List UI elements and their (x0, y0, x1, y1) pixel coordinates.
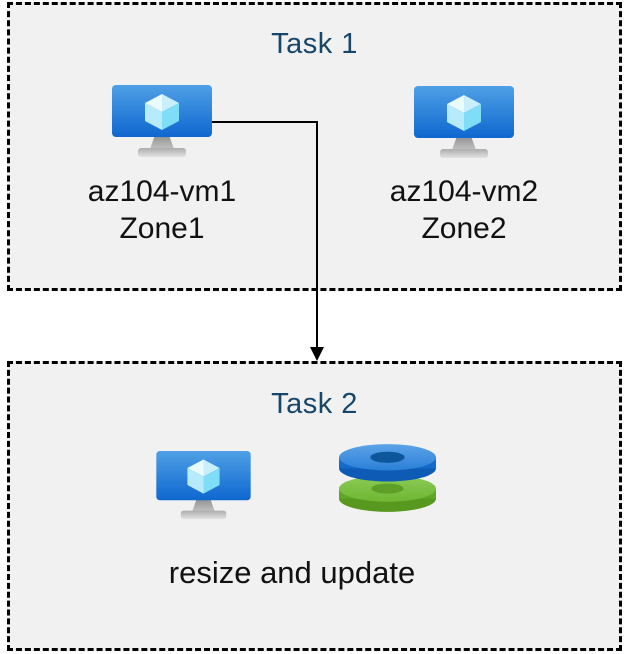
task2-box: Task 2 resize and update (7, 361, 622, 651)
task1-title: Task 1 (271, 28, 358, 60)
vm2-name: az104-vm2 (389, 175, 539, 208)
task2-title: Task 2 (271, 388, 358, 420)
vm-icon (414, 86, 514, 160)
vm2-zone: Zone2 (421, 212, 507, 245)
vm1-name: az104-vm1 (87, 175, 237, 208)
managed-disks-icon (337, 443, 438, 514)
vm-icon (156, 451, 251, 521)
vm1-zone: Zone1 (119, 212, 205, 245)
vm-icon (112, 85, 212, 159)
task2-caption: resize and update (168, 555, 416, 590)
task1-box: Task 1 az104-vm1 Zone1 az104-vm2 Zone2 (7, 2, 622, 291)
vm1-label: az104-vm1 Zone1 (52, 173, 272, 247)
vm2-label: az104-vm2 Zone2 (354, 173, 574, 247)
